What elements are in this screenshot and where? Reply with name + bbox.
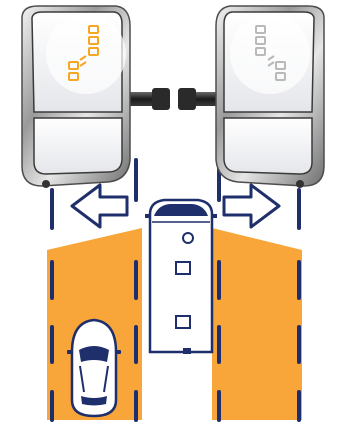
mirror-arm [118, 86, 228, 112]
left-side-mirror [22, 6, 130, 188]
left-arrow-icon [72, 185, 127, 227]
right-blind-spot-indicator [230, 14, 310, 94]
right-blind-zone [212, 228, 302, 420]
car-icon [67, 320, 121, 416]
left-blind-spot-indicator [46, 14, 126, 94]
right-arrow-icon [224, 185, 279, 227]
right-side-mirror [216, 6, 324, 188]
motorhome-icon [145, 200, 217, 354]
